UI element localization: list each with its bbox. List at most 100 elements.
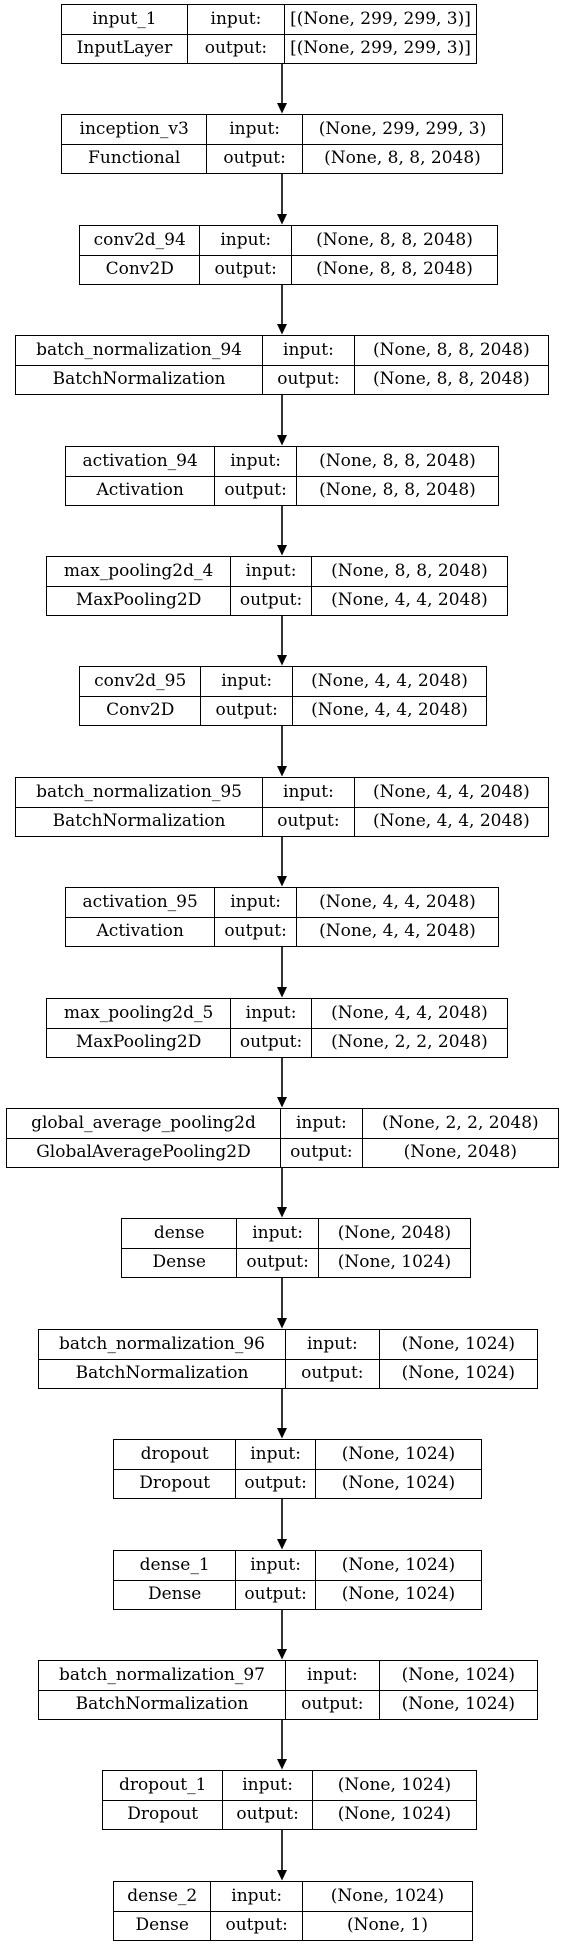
edge-arrow: [277, 174, 287, 225]
io-label-column: input:output:: [286, 1661, 380, 1719]
shape-column: (None, 1024)(None, 1): [302, 1882, 472, 1940]
shape-column: (None, 4, 4, 2048) (None, 2, 2, 2048): [311, 999, 507, 1057]
shape-column: (None, 1024)(None, 1024): [315, 1440, 481, 1498]
layer-type: Dense: [147, 1584, 202, 1605]
layer-type: MaxPooling2D: [75, 590, 202, 611]
edge-arrow: [277, 837, 287, 887]
input-label: input:: [207, 115, 302, 145]
input-label: input:: [263, 778, 354, 808]
shape-column: (None, 4, 4, 2048) (None, 4, 4, 2048): [292, 667, 486, 725]
input-label: input:: [187, 5, 284, 35]
output-label: output:: [277, 369, 340, 390]
output-shape: (None, 8, 8, 2048): [373, 369, 530, 390]
layer-type: BatchNormalization: [75, 1363, 249, 1384]
output-label: output:: [244, 1473, 307, 1494]
io-label-column: input:output:: [236, 1551, 316, 1609]
input-shape: (None, 1024): [315, 1440, 481, 1470]
input-shape: (None, 4, 4, 2048): [311, 999, 507, 1029]
shape-column: (None, 2, 2, 2048) (None, 2048): [362, 1109, 558, 1167]
output-shape: (None, 2, 2, 2048): [331, 1032, 488, 1053]
arrowhead: [277, 103, 287, 114]
layer-type: MaxPooling2D: [75, 1032, 202, 1053]
output-label: output:: [225, 1915, 288, 1936]
layer-type: Activation: [96, 921, 184, 942]
input-label: input:: [231, 999, 311, 1029]
edge-arrow: [277, 1610, 287, 1660]
shape-column: (None, 1024)(None, 1024): [315, 1551, 481, 1609]
layer-type: BatchNormalization: [52, 811, 226, 832]
shape-column: (None, 4, 4, 2048)(None, 4, 4, 2048): [296, 888, 498, 946]
edge-arrow: [277, 947, 287, 998]
output-shape: (None, 1024): [341, 1584, 456, 1605]
edge-arrow: [277, 726, 287, 777]
edge-arrow: [277, 1168, 287, 1218]
layer-type: Functional: [88, 148, 181, 169]
input-shape: (None, 8, 8, 2048): [291, 226, 497, 256]
input-label: input:: [215, 888, 296, 918]
edge-arrow: [277, 1278, 287, 1329]
shape-column: (None, 4, 4, 2048)(None, 4, 4, 2048): [354, 778, 548, 836]
edge-arrow: [277, 285, 287, 335]
io-label-column: input:output:: [236, 1440, 316, 1498]
layer-name: max_pooling2d_5: [47, 999, 231, 1029]
edge-arrow: [277, 1389, 287, 1439]
input-shape: (None, 1024): [379, 1661, 537, 1691]
input-shape: (None, 2, 2, 2048): [362, 1109, 558, 1139]
shape-column: (None, 1024)(None, 1024): [312, 1771, 476, 1829]
output-shape: (None, 4, 4, 2048): [311, 700, 468, 721]
layer-name: batch_normalization_95: [16, 778, 263, 808]
layer-type: BatchNormalization: [52, 369, 226, 390]
shape-column: (None, 1024)(None, 1024): [379, 1661, 537, 1719]
output-label: output:: [214, 259, 277, 280]
input-shape: (None, 1024): [302, 1882, 472, 1912]
io-label-column: input:output:: [223, 1771, 313, 1829]
layer-name: conv2d_95: [80, 667, 201, 697]
io-label-column: input: output:: [263, 336, 355, 394]
input-label: input:: [215, 447, 296, 477]
edge-arrow: [277, 1058, 287, 1108]
input-shape: (None, 4, 4, 2048): [292, 667, 486, 697]
shape-column: [(None, 299, 299, 3)][(None, 299, 299, 3…: [285, 5, 476, 63]
arrowhead: [277, 766, 287, 777]
input-label: input:: [286, 1330, 379, 1360]
io-label-column: input:output:: [215, 888, 297, 946]
io-label-column: input:output:: [211, 1882, 303, 1940]
layer-type: Activation: [96, 480, 184, 501]
edge-arrow: [277, 1720, 287, 1770]
output-shape: (None, 2048): [403, 1142, 518, 1163]
layer-type: Dropout: [139, 1473, 211, 1494]
output-label: output:: [215, 700, 278, 721]
output-label: output:: [239, 1032, 303, 1053]
output-label: output:: [224, 480, 287, 501]
arrowhead: [277, 1649, 287, 1660]
layer-type: GlobalAveragePooling2D: [36, 1142, 251, 1163]
input-shape: (None, 1024): [312, 1771, 476, 1801]
input-shape: (None, 299, 299, 3): [302, 115, 502, 145]
layer-type: InputLayer: [76, 38, 173, 59]
arrowhead: [277, 655, 287, 666]
input-label: input:: [263, 336, 354, 366]
layer-type: Conv2D: [105, 259, 174, 280]
input-shape: [(None, 299, 299, 3)]: [285, 5, 476, 35]
arrowhead: [277, 1870, 287, 1881]
layer-name: dense_1: [114, 1551, 236, 1581]
